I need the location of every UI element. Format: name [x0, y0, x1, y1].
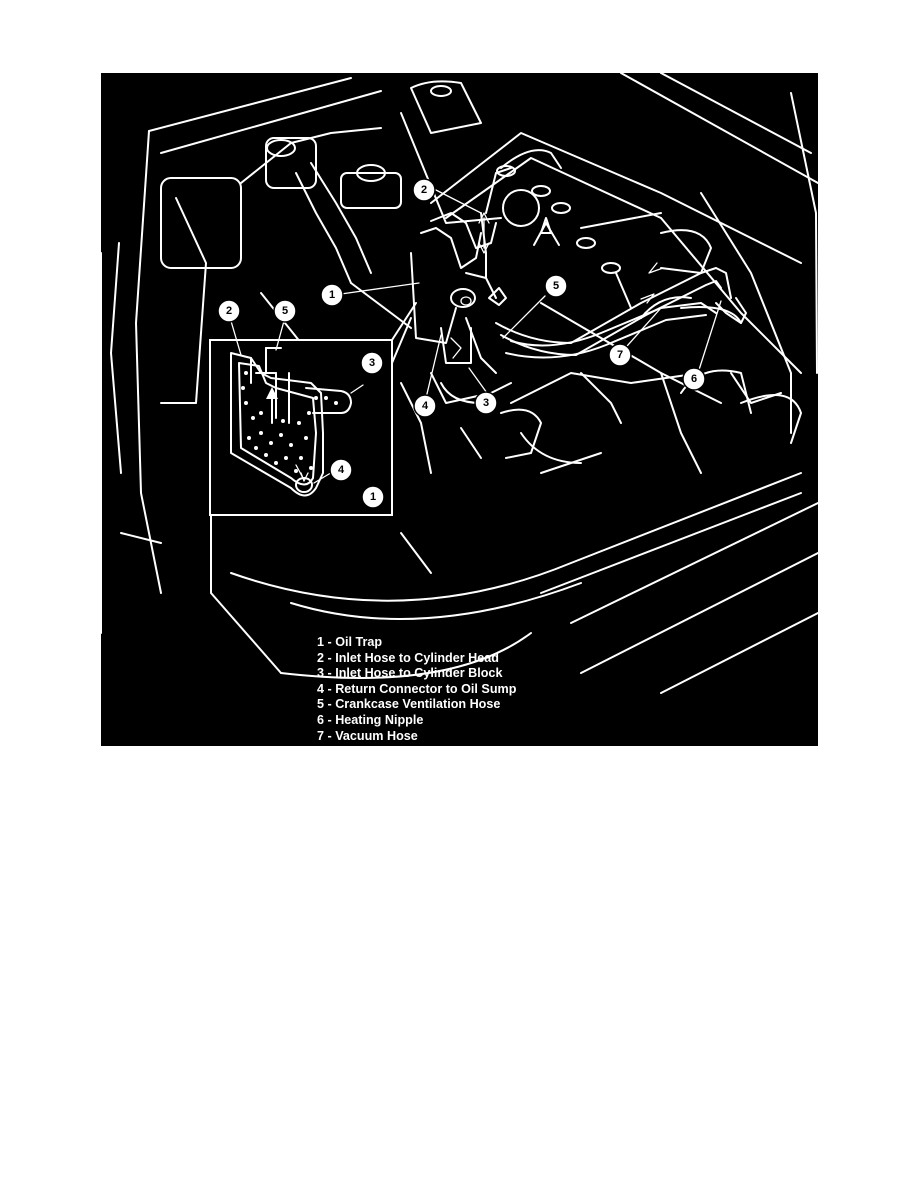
callout-1-inset: 1	[361, 485, 385, 509]
callout-4-main: 4	[413, 394, 437, 418]
oil-trap-inset	[209, 302, 417, 516]
callout-5-inset: 5	[273, 299, 297, 323]
oil-droplets	[241, 371, 338, 473]
callout-5-main: 5	[544, 274, 568, 298]
svg-text:1: 1	[329, 289, 335, 301]
left-components	[160, 80, 502, 404]
legend-item: 6 - Heating Nipple	[317, 712, 424, 727]
svg-text:3: 3	[369, 357, 375, 369]
svg-text:3: 3	[483, 397, 489, 409]
svg-text:5: 5	[553, 280, 559, 292]
engine-block	[400, 372, 802, 474]
legend-item: 4 - Return Connector to Oil Sump	[317, 681, 517, 696]
svg-text:4: 4	[338, 464, 345, 476]
callout-7-main: 7	[608, 343, 632, 367]
cylinder-head	[430, 132, 802, 434]
callout-1-main: 1	[320, 283, 344, 307]
oil-trap-assembly	[410, 167, 560, 374]
leader-lines	[340, 188, 722, 399]
svg-text:6: 6	[691, 373, 697, 385]
callout-6-main: 6	[682, 367, 706, 391]
legend-item: 3 - Inlet Hose to Cylinder Block	[317, 666, 503, 681]
legend-item: 5 - Crankcase Ventilation Hose	[317, 697, 501, 712]
engine-bay-outline	[101, 73, 818, 694]
callout-3-inset: 3	[360, 351, 384, 375]
legend-item: 1 - Oil Trap	[317, 635, 383, 649]
svg-text:1: 1	[370, 491, 376, 503]
callout-3-main: 3	[474, 391, 498, 415]
parts-legend: 1 - Oil Trap 2 - Inlet Hose to Cylinder …	[317, 635, 516, 744]
svg-text:2: 2	[421, 184, 427, 196]
callout-2-inset: 2	[217, 299, 241, 323]
legend-item: 7 - Vacuum Hose	[317, 728, 418, 743]
svg-text:5: 5	[282, 305, 288, 317]
svg-text:2: 2	[226, 305, 232, 317]
svg-text:7: 7	[617, 349, 623, 361]
callout-4-inset: 4	[329, 458, 353, 482]
callout-2-main: 2	[412, 178, 436, 202]
legend-item: 2 - Inlet Hose to Cylinder Head	[317, 650, 499, 665]
engine-illustration: 1 2 3 4 5 6 7 2 5 3 4 1	[101, 73, 818, 694]
ventilation-hoses	[495, 262, 747, 359]
engine-diagram: 1 2 3 4 5 6 7 2 5 3 4 1 1 - Oil Trap 2 -…	[101, 73, 818, 746]
svg-text:4: 4	[422, 400, 429, 412]
